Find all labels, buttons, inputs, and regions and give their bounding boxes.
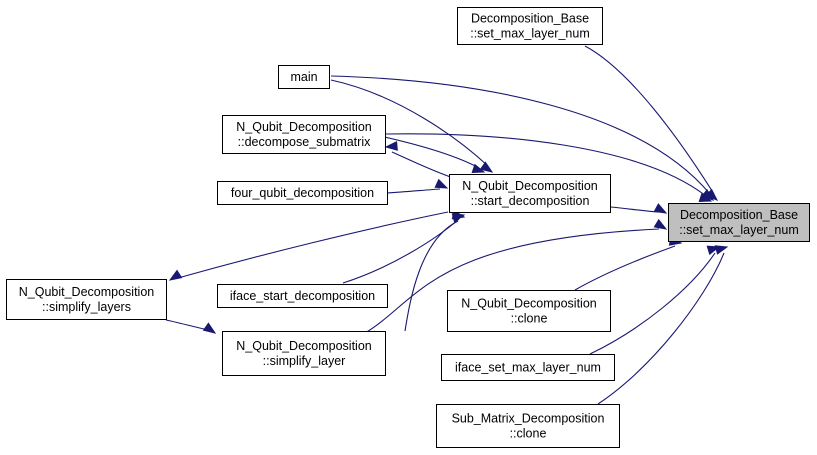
edge-line [589, 252, 716, 355]
edge-line [597, 252, 725, 405]
node-label: N_Qubit_Decomposition [236, 120, 372, 134]
edge-four_qubit-to-nqd_start [386, 178, 449, 194]
node-db-set-max[interactable]: Decomposition_Base::set_max_layer_num [457, 7, 603, 45]
node-label: Decomposition_Base [680, 208, 798, 222]
node-nqd-simplify-layer[interactable]: N_Qubit_Decomposition::simplify_layer [222, 331, 386, 376]
edge-line [404, 220, 459, 332]
node-label: ::start_decomposition [471, 194, 590, 208]
node-label: N_Qubit_Decomposition [462, 179, 598, 193]
edge-arrowhead [434, 178, 449, 189]
node-nqd-simplify-layers[interactable]: N_Qubit_Decomposition::simplify_layers [6, 279, 167, 320]
edge-nqd_start-to-focus [610, 203, 668, 214]
node-iface-set-max[interactable]: iface_set_max_layer_num [441, 354, 615, 381]
node-label: Sub_Matrix_Decomposition [452, 412, 605, 426]
node-label: four_qubit_decomposition [231, 186, 374, 200]
edge-line [386, 188, 441, 194]
node-label: ::set_max_layer_num [679, 223, 799, 237]
edge-line [165, 319, 209, 331]
node-main[interactable]: main [278, 65, 330, 89]
edge-main-to-nqd_start [330, 79, 494, 173]
edge-nqd_simplify_layer-to-focus [364, 218, 668, 334]
edge-nqd_simplify_layers-to-nqd_simplify_layer [165, 319, 217, 334]
node-box [278, 65, 330, 89]
edge-nqd_clone-to-focus [574, 236, 683, 291]
edge-nqd_start-to-nqd_decompose_submatrix [384, 141, 457, 180]
edge-line [379, 135, 480, 169]
node-box [217, 181, 388, 205]
edge-smd_clone-to-focus [597, 245, 729, 405]
node-label: N_Qubit_Decomposition [19, 285, 155, 299]
edge-line [364, 228, 660, 334]
edge-arrowhead [471, 163, 486, 174]
edge-arrowhead [653, 218, 668, 230]
node-label: N_Qubit_Decomposition [461, 297, 597, 311]
node-box [449, 174, 611, 213]
node-box [217, 284, 388, 308]
edge-line [177, 211, 449, 279]
node-label: ::clone [510, 427, 547, 441]
edge-line [584, 45, 715, 195]
node-box [441, 354, 615, 381]
node-smd-clone[interactable]: Sub_Matrix_Decomposition::clone [436, 404, 620, 448]
edge-arrowhead [384, 141, 398, 151]
node-box [6, 279, 167, 320]
edge-arrowhead [698, 192, 713, 203]
nodes-layer: Decomposition_Base::set_max_layer_nummai… [6, 7, 810, 448]
node-box [457, 7, 603, 45]
node-label: ::simplify_layers [42, 300, 131, 314]
node-box [436, 404, 620, 448]
node-four-qubit[interactable]: four_qubit_decomposition [217, 181, 388, 205]
edge-iface_start-to-nqd_start [342, 213, 466, 284]
edge-nqd_start-to-nqd_simplify_layers [168, 211, 449, 281]
edge-nqd_decompose_submatrix-to-nqd_start [379, 135, 486, 174]
node-box [222, 115, 386, 154]
edge-line [574, 245, 676, 291]
node-label: Decomposition_Base [471, 12, 589, 26]
node-focus[interactable]: Decomposition_Base::set_max_layer_num [668, 203, 810, 242]
edge-line [610, 206, 659, 213]
node-label: N_Qubit_Decomposition [236, 339, 372, 353]
edge-line [385, 133, 707, 197]
edge-arrowhead [202, 322, 217, 334]
node-nqd-decompose-submatrix[interactable]: N_Qubit_Decomposition::decompose_submatr… [222, 115, 386, 154]
node-label: main [290, 70, 317, 84]
edge-arrowhead [168, 269, 183, 281]
node-box [222, 331, 386, 376]
node-label: ::set_max_layer_num [470, 27, 590, 41]
edge-line [330, 79, 489, 167]
edge-nqd_decompose_submatrix-to-focus [385, 133, 713, 203]
edge-arrowhead [714, 245, 729, 255]
node-nqd-clone[interactable]: N_Qubit_Decomposition::clone [447, 290, 611, 332]
edges-layer [165, 45, 729, 405]
node-nqd-start[interactable]: N_Qubit_Decomposition::start_decompositi… [449, 174, 611, 213]
edge-line [342, 218, 460, 284]
node-iface-start[interactable]: iface_start_decomposition [217, 284, 388, 308]
node-label: ::decompose_submatrix [238, 135, 371, 149]
edge-arrowhead [653, 203, 668, 214]
edge-arrowhead [479, 161, 494, 173]
node-box [447, 290, 611, 332]
edge-line [391, 151, 457, 180]
node-label: iface_set_max_layer_num [455, 361, 601, 375]
edge-line [330, 75, 711, 195]
node-label: ::simplify_layer [263, 354, 346, 368]
node-label: iface_start_decomposition [230, 289, 375, 303]
node-box [668, 203, 810, 242]
node-label: ::clone [511, 312, 548, 326]
